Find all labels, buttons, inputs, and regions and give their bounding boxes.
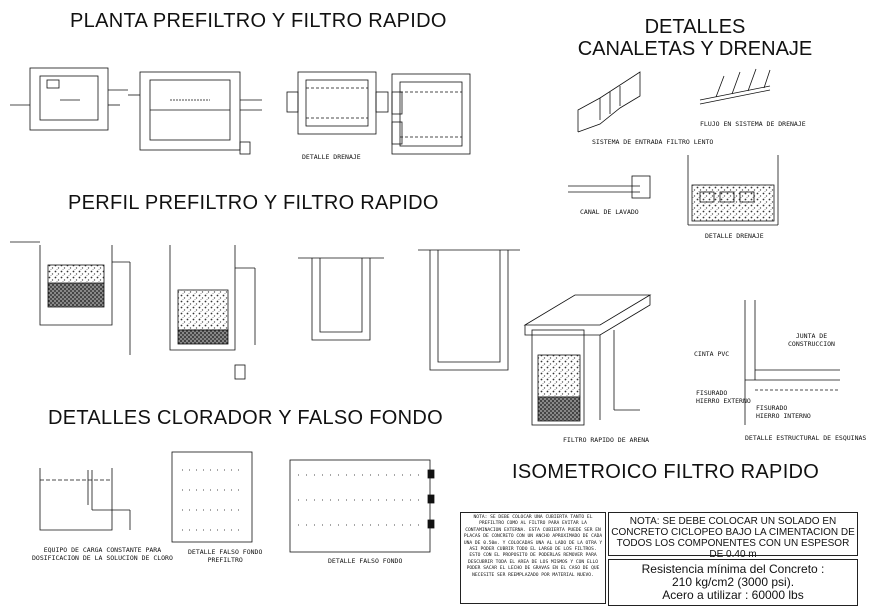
- falso-fondo-label: DETALLE FALSO FONDO: [328, 557, 403, 565]
- flujo-drenaje-label: FLUJO EN SISTEMA DE DRENAJE: [700, 120, 806, 128]
- detalle-estructural-label: DETALLE ESTRUCTURAL DE ESQUINAS: [745, 434, 867, 442]
- plan-title: PLANTA PREFILTRO Y FILTRO RAPIDO: [70, 10, 447, 32]
- channel-iso-1: [577, 71, 641, 133]
- junta-label: JUNTA DE CONSTRUCCION: [788, 332, 835, 348]
- filtro-arena-label: FILTRO RAPIDO DE ARENA: [563, 436, 650, 444]
- detalle-drenaje-right-label: DETALLE DRENAJE: [705, 232, 764, 240]
- sistema-entrada-label: SISTEMA DE ENTRADA FILTRO LENTO: [592, 138, 714, 146]
- profile-prefilter: [10, 241, 131, 355]
- chlorinator-drawing: [39, 468, 131, 531]
- drain-flow-iso: [699, 68, 771, 105]
- canal-lavado-iso: [568, 175, 651, 199]
- detalle-drenaje-top-label: DETALLE DRENAJE: [302, 153, 361, 161]
- details-channels-title: DETALLES CANALETAS Y DRENAJE: [577, 16, 813, 60]
- cinta-pvc-label: CINTA PVC: [694, 350, 730, 358]
- profile-filter: [169, 245, 256, 380]
- chlorinator-title: DETALLES CLORADOR Y FALSO FONDO: [48, 407, 443, 429]
- isometric-title: ISOMETROICO FILTRO RAPIDO: [512, 461, 820, 483]
- false-bottom-prefilter: [171, 451, 253, 543]
- drain-detail-plan-2: [391, 73, 471, 155]
- profile-title: PERFIL PREFILTRO Y FILTRO RAPIDO: [68, 192, 439, 214]
- plan-filter-drawing: [128, 71, 262, 155]
- falso-fondo-prefiltro-label: DETALLE FALSO FONDO PREFILTRO: [188, 548, 263, 564]
- note-cover: NOTA: SE DEBE COLOCAR UNA CUBIERTA TANTO…: [460, 512, 606, 604]
- fisurado-externa-label: FISURADO HIERRO EXTERNO: [696, 389, 751, 405]
- drain-section-right: [687, 155, 779, 226]
- profile-section-1: [298, 257, 384, 341]
- equipo-carga-label: EQUIPO DE CARGA CONSTANTE PARA DOSIFICAC…: [32, 546, 173, 562]
- note-resistance: Resistencia mínima del Concreto : 210 kg…: [608, 559, 858, 606]
- isometric-sand-filter: [523, 294, 652, 426]
- drain-detail-plan-1: [286, 71, 389, 135]
- note-solado: NOTA: SE DEBE COLOCAR UN SOLADO EN CONCR…: [608, 512, 858, 560]
- fisurado-interno-label: FISURADO HIERRO INTERNO: [756, 404, 811, 420]
- profile-section-2: [418, 249, 520, 371]
- false-bottom: [289, 459, 435, 553]
- structural-corner-detail: [744, 300, 840, 425]
- plan-prefilter-drawing: [10, 67, 128, 131]
- canal-lavado-label: CANAL DE LAVADO: [580, 208, 639, 216]
